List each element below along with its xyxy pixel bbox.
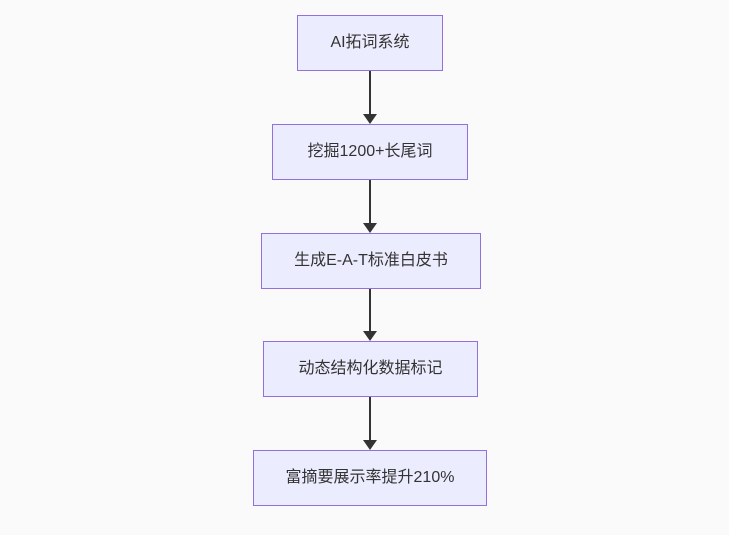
edge-b-to-c — [363, 180, 377, 233]
edge-line — [369, 397, 371, 440]
flow-node-longtail-mining: 挖掘1200+长尾词 — [272, 124, 468, 180]
flow-node-label: 生成E-A-T标准白皮书 — [294, 252, 448, 270]
flow-node-rich-snippet-result: 富摘要展示率提升210% — [253, 450, 487, 506]
edge-a-to-b — [363, 71, 377, 124]
arrowhead-down-icon — [363, 114, 377, 124]
flow-node-label: 富摘要展示率提升210% — [285, 469, 455, 487]
arrowhead-down-icon — [363, 331, 377, 341]
flow-node-label: AI拓词系统 — [330, 34, 410, 52]
flow-node-eat-whitepaper: 生成E-A-T标准白皮书 — [261, 233, 481, 289]
flow-node-label: 动态结构化数据标记 — [298, 360, 443, 378]
arrowhead-down-icon — [363, 223, 377, 233]
flow-node-structured-data-markup: 动态结构化数据标记 — [263, 341, 478, 397]
arrowhead-down-icon — [363, 440, 377, 450]
edge-line — [369, 71, 371, 114]
edge-c-to-d — [363, 289, 377, 341]
flow-node-label: 挖掘1200+长尾词 — [307, 143, 433, 161]
flow-node-ai-keyword-system: AI拓词系统 — [297, 15, 443, 71]
edge-d-to-e — [363, 397, 377, 450]
edge-line — [369, 289, 371, 331]
edge-line — [369, 180, 371, 223]
